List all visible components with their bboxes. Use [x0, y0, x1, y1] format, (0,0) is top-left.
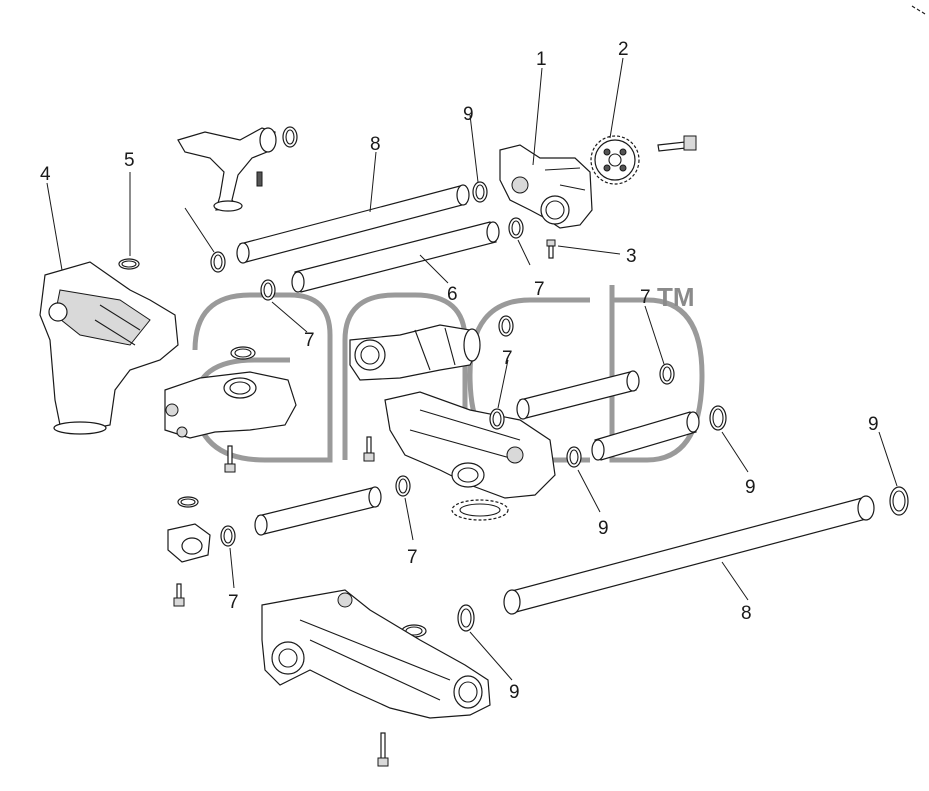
filter-housing: [164, 371, 297, 439]
drive-gear: [590, 135, 640, 185]
bolt: [657, 135, 697, 152]
leader-lines: [46, 57, 898, 681]
callout-7-b: 7: [304, 330, 315, 351]
seal-ring: [210, 251, 226, 273]
tube-lower-left: [254, 486, 382, 536]
callout-3: 3: [626, 246, 637, 267]
tube-lower-long: [503, 495, 875, 615]
seal-ring: [889, 486, 909, 516]
seal-ring: [118, 258, 140, 270]
seal-ring: [177, 496, 199, 508]
seal-ring: [498, 315, 514, 337]
callout-1: 1: [536, 49, 547, 70]
callout-7-c: 7: [640, 287, 651, 308]
bolt: [224, 445, 236, 473]
tube-upper-long: [236, 184, 470, 264]
callout-4: 4: [40, 164, 51, 185]
seal-ring: [566, 446, 582, 468]
seal-ring: [457, 604, 475, 632]
seal-ring: [489, 408, 505, 430]
callout-8-b: 8: [741, 603, 752, 624]
callout-2: 2: [618, 39, 629, 60]
oil-pump: [499, 144, 593, 229]
tube-upper-second: [291, 221, 500, 293]
seal-ring: [508, 217, 524, 239]
seal-ring: [260, 279, 276, 301]
bolt: [377, 732, 389, 767]
callout-7-a: 7: [534, 279, 545, 300]
seal-ring: [220, 525, 236, 547]
flange-adapter: [167, 523, 211, 563]
callout-7-d: 7: [502, 348, 513, 369]
callout-6: 6: [447, 284, 458, 305]
callout-7-f: 7: [228, 592, 239, 613]
oil-pickup-housing: [39, 261, 179, 435]
bolt: [546, 239, 556, 259]
callout-5: 5: [124, 150, 135, 171]
seal-ring: [659, 363, 675, 385]
bolt: [363, 436, 375, 462]
callout-9-e: 9: [509, 682, 520, 703]
oil-cooler-carrier: [384, 391, 556, 521]
seal-ring: [395, 475, 411, 497]
watermark-tm: TM: [657, 282, 695, 312]
seal-ring: [282, 126, 298, 148]
tube-middle-right-lower: [591, 411, 700, 461]
callout-9-b: 9: [868, 414, 879, 435]
seal-ring: [472, 181, 488, 203]
callout-9-c: 9: [745, 477, 756, 498]
seal-ring: [230, 346, 256, 360]
bolt: [173, 583, 185, 607]
tube-middle-right: [516, 370, 640, 420]
callout-7-e: 7: [407, 547, 418, 568]
corner-mark-icon: [911, 5, 926, 15]
callout-9-d: 9: [598, 518, 609, 539]
callout-8-a: 8: [370, 134, 381, 155]
seal-ring: [709, 405, 727, 431]
pump-assembly-center: [349, 324, 481, 381]
callout-9-a: 9: [463, 104, 474, 125]
suction-pipe: [177, 127, 277, 212]
oil-filter-carrier: [261, 589, 491, 719]
